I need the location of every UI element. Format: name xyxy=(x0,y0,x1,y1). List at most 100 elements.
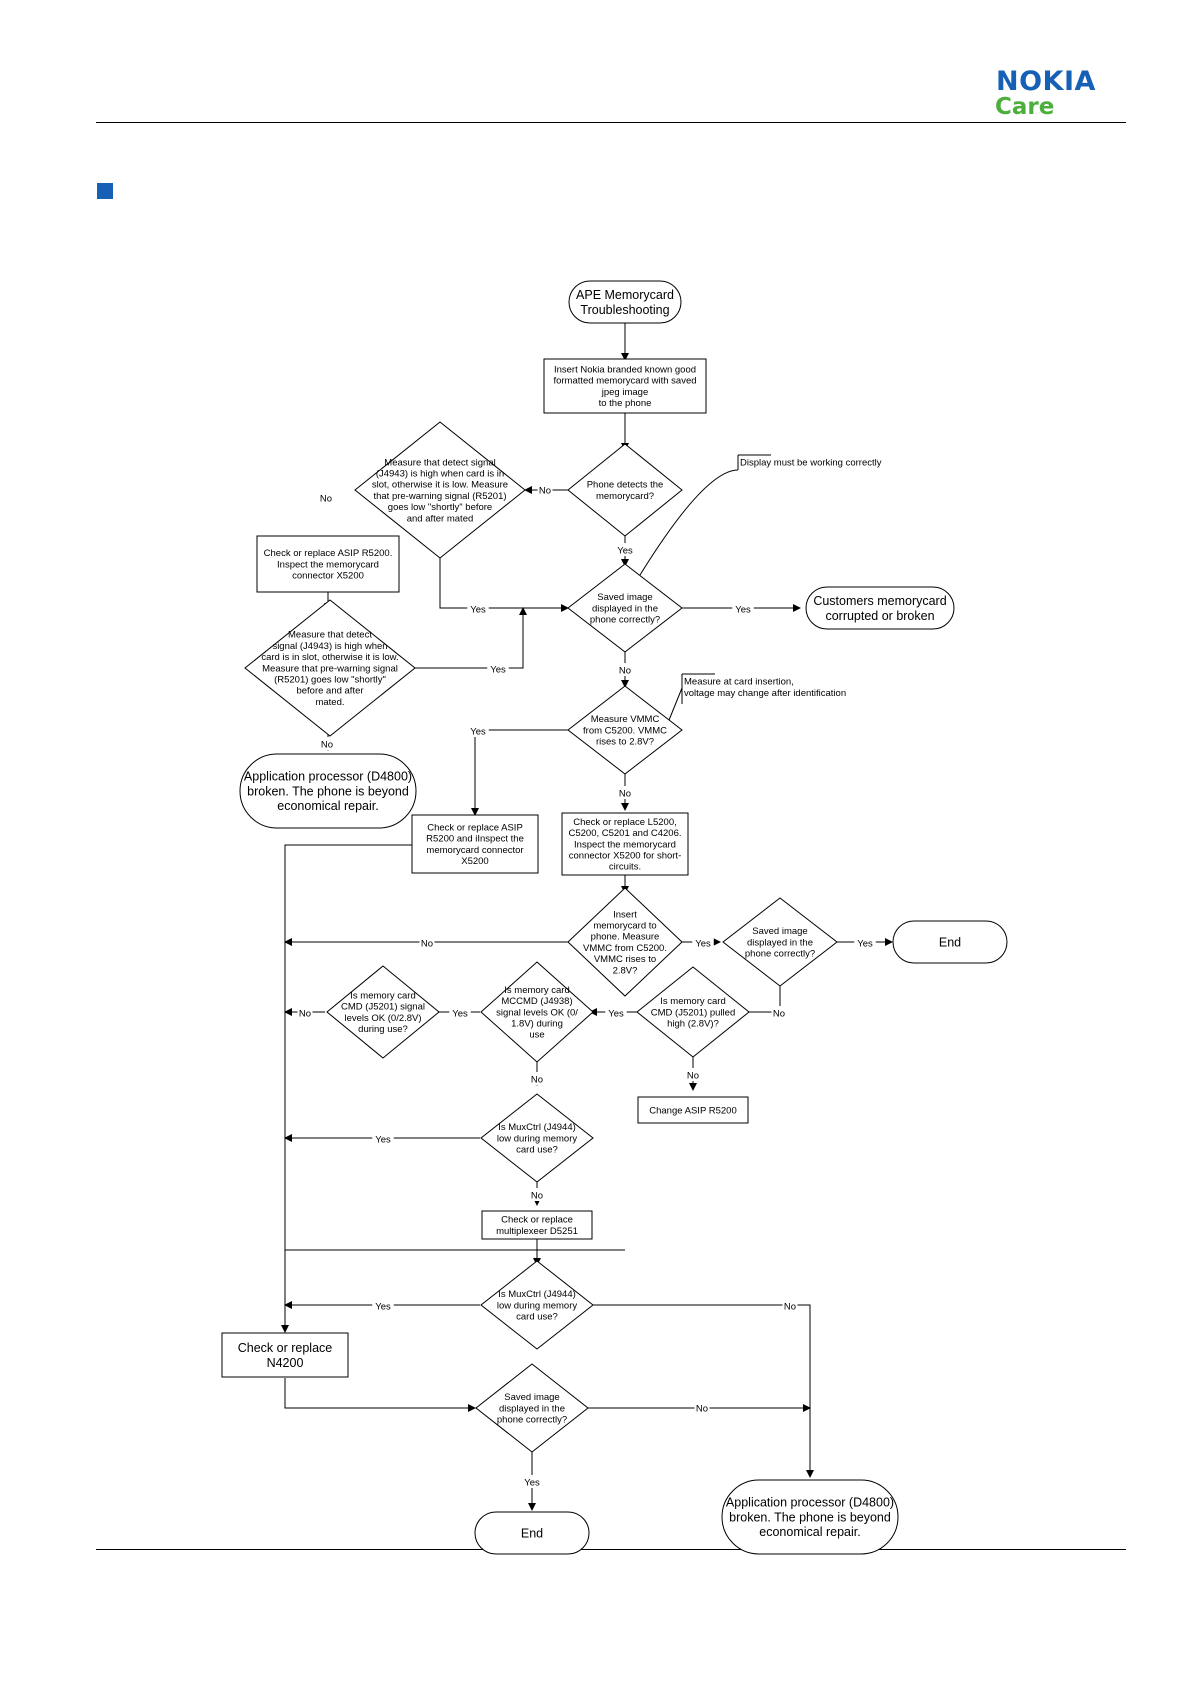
connector-label: Yes xyxy=(375,1135,391,1146)
care-logo: Care xyxy=(995,94,1055,120)
node-text: phone correctly? xyxy=(745,949,815,960)
node-text: voltage may change after identification xyxy=(684,688,846,699)
node-text: Inspect the memorycard xyxy=(277,559,379,570)
node-text: C5200, C5201 and C4206. xyxy=(568,828,681,839)
node-text: displayed in the xyxy=(592,603,658,614)
node-text: rises to 2.8V? xyxy=(596,737,654,748)
node-text: Inspect the memorycard xyxy=(574,839,676,850)
node-text: Change ASIP R5200 xyxy=(649,1105,737,1116)
node-text: N4200 xyxy=(267,1356,304,1370)
connector-label: Yes xyxy=(470,727,486,738)
node-text: memorycard? xyxy=(596,491,654,502)
node-text: 1.8V) during xyxy=(511,1019,563,1030)
node-text: displayed in the xyxy=(499,1403,565,1414)
node-text: APE Memorycard xyxy=(576,288,674,302)
node-end-2: End xyxy=(474,1511,590,1555)
node-text: signal levels OK (0/ xyxy=(496,1007,578,1018)
node-text: signal (J4943) is high when xyxy=(272,641,387,652)
connector-label: No xyxy=(687,1071,699,1082)
connector-label: No xyxy=(619,789,631,800)
connector-label: Yes xyxy=(490,665,506,676)
header-rule xyxy=(96,122,1126,123)
node-text: phone correctly? xyxy=(590,615,660,626)
node-text: Saved image xyxy=(504,1392,559,1403)
node-text: Is memory card xyxy=(660,996,725,1007)
node-check-asip-1: Check or replace ASIP R5200.Inspect the … xyxy=(256,535,400,593)
node-text: jpeg image xyxy=(601,387,648,398)
node-check-l5200: Check or replace L5200,C5200, C5201 and … xyxy=(561,812,689,876)
node-text: corrupted or broken xyxy=(825,609,934,623)
connector-label: No xyxy=(531,1075,543,1086)
node-text: mated. xyxy=(315,697,344,708)
node-text: Saved image xyxy=(752,926,807,937)
node-text: memorycard connector xyxy=(426,845,523,856)
node-text: MCCMD (J4938) xyxy=(501,996,572,1007)
connector-label: Yes xyxy=(452,1009,468,1020)
node-text: Check or replace ASIP R5200. xyxy=(264,548,393,559)
node-text: goes low "shortly" before xyxy=(388,502,492,513)
node-text: Display must be working correctly xyxy=(740,457,882,468)
node-text: Phone detects the xyxy=(587,480,664,491)
node-text: CMD (J5201) pulled xyxy=(651,1007,735,1018)
node-text: Measure that pre-warning signal xyxy=(262,663,398,674)
node-text: (J4943) is high when card is in xyxy=(376,469,504,480)
node-text: End xyxy=(521,1526,543,1540)
node-text: connector X5200 xyxy=(292,571,364,582)
node-text: Is memory card xyxy=(504,985,569,996)
node-text: Measure at card insertion, xyxy=(684,677,794,688)
node-text: Application processor (D4800) xyxy=(726,1496,894,1510)
node-text: VMMC from C5200. xyxy=(583,943,667,954)
node-text: Application processor (D4800) xyxy=(244,770,412,784)
node-text: formatted memorycard with saved xyxy=(553,376,696,387)
node-text: before and after xyxy=(296,686,363,697)
nodes: Display must be working correctlyMeasure… xyxy=(221,280,1008,1555)
node-insert-card: Insert Nokia branded known goodformatted… xyxy=(543,358,707,414)
node-text: broken. The phone is beyond xyxy=(247,784,409,798)
connector-line xyxy=(413,607,527,669)
connector-label: No xyxy=(619,666,631,677)
connector-label: No xyxy=(320,494,332,505)
connector-label: No xyxy=(421,939,433,950)
node-text: card is in slot, otherwise it is low. xyxy=(261,652,398,663)
node-text: 2.8V? xyxy=(613,965,638,976)
note-measure: Measure at card insertion,voltage may ch… xyxy=(664,673,846,731)
connector-label: No xyxy=(531,1191,543,1202)
node-text: Is MuxCtrl (J4944) xyxy=(498,1289,576,1300)
node-text: from C5200. VMMC xyxy=(583,725,667,736)
connector-line xyxy=(471,729,575,816)
node-text: Saved image xyxy=(597,592,652,603)
node-text: Measure that detect xyxy=(288,630,372,641)
footer-rule xyxy=(96,1549,1126,1550)
node-text: connector X5200 for short- xyxy=(569,851,681,862)
connector-label: No xyxy=(773,1009,785,1020)
note-display: Display must be working correctly xyxy=(639,454,882,576)
connector-label: No xyxy=(784,1302,796,1313)
node-text: slot, otherwise it is low. Measure xyxy=(372,480,508,491)
node-text: R5200 and iInspect the xyxy=(426,834,524,845)
node-text: and after mated xyxy=(407,513,474,524)
node-text: levels OK (0/2.8V) xyxy=(344,1013,421,1024)
connector-label: Yes xyxy=(470,605,486,616)
node-text: Check or replace ASIP xyxy=(427,823,523,834)
node-app-proc-2: Application processor (D4800)broken. The… xyxy=(721,1479,899,1555)
node-text: Measure that detect signal xyxy=(384,457,495,468)
node-text: economical repair. xyxy=(277,799,378,813)
node-text: Check or replace xyxy=(238,1341,333,1355)
node-text: Is MuxCtrl (J4944) xyxy=(498,1122,576,1133)
node-text: Insert Nokia branded known good xyxy=(554,365,696,376)
node-text: to the phone xyxy=(599,398,652,409)
node-text: phone. Measure xyxy=(591,932,660,943)
node-text: CMD (J5201) signal xyxy=(341,1002,425,1013)
connector-label: No xyxy=(299,1009,311,1020)
